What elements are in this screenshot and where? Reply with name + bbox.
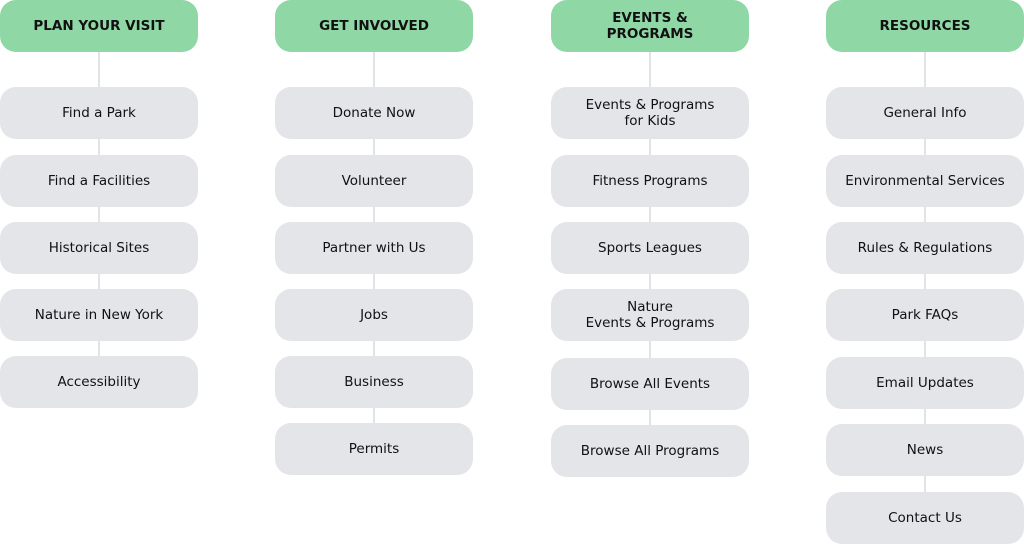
item-general-info[interactable]: General Info — [826, 87, 1024, 139]
header-plan-your-visit[interactable]: PLAN YOUR VISIT — [0, 0, 198, 52]
item-jobs[interactable]: Jobs — [275, 289, 473, 341]
item-nature-in-new-york[interactable]: Nature in New York — [0, 289, 198, 341]
column-plan-your-visit: PLAN YOUR VISIT Find a Park Find a Facil… — [0, 0, 198, 545]
item-rules-regulations[interactable]: Rules & Regulations — [826, 222, 1024, 274]
column-events-programs: EVENTS & PROGRAMS Events & Programs for … — [551, 0, 749, 545]
item-sports-leagues[interactable]: Sports Leagues — [551, 222, 749, 274]
item-business[interactable]: Business — [275, 356, 473, 408]
header-get-involved[interactable]: GET INVOLVED — [275, 0, 473, 52]
item-historical-sites[interactable]: Historical Sites — [0, 222, 198, 274]
item-contact-us[interactable]: Contact Us — [826, 492, 1024, 544]
item-email-updates[interactable]: Email Updates — [826, 357, 1024, 409]
item-park-faqs[interactable]: Park FAQs — [826, 289, 1024, 341]
item-partner-with-us[interactable]: Partner with Us — [275, 222, 473, 274]
column-resources: RESOURCES General Info Environmental Ser… — [826, 0, 1024, 545]
item-news[interactable]: News — [826, 424, 1024, 476]
item-volunteer[interactable]: Volunteer — [275, 155, 473, 207]
item-permits[interactable]: Permits — [275, 423, 473, 475]
item-find-a-facilities[interactable]: Find a Facilities — [0, 155, 198, 207]
item-fitness-programs[interactable]: Fitness Programs — [551, 155, 749, 207]
item-nature-events-programs[interactable]: Nature Events & Programs — [551, 289, 749, 341]
header-events-programs[interactable]: EVENTS & PROGRAMS — [551, 0, 749, 52]
item-environmental-services[interactable]: Environmental Services — [826, 155, 1024, 207]
column-get-involved: GET INVOLVED Donate Now Volunteer Partne… — [275, 0, 473, 545]
item-browse-all-events[interactable]: Browse All Events — [551, 358, 749, 410]
item-events-programs-for-kids[interactable]: Events & Programs for Kids — [551, 87, 749, 139]
item-donate-now[interactable]: Donate Now — [275, 87, 473, 139]
item-accessibility[interactable]: Accessibility — [0, 356, 198, 408]
header-resources[interactable]: RESOURCES — [826, 0, 1024, 52]
item-find-a-park[interactable]: Find a Park — [0, 87, 198, 139]
item-browse-all-programs[interactable]: Browse All Programs — [551, 425, 749, 477]
